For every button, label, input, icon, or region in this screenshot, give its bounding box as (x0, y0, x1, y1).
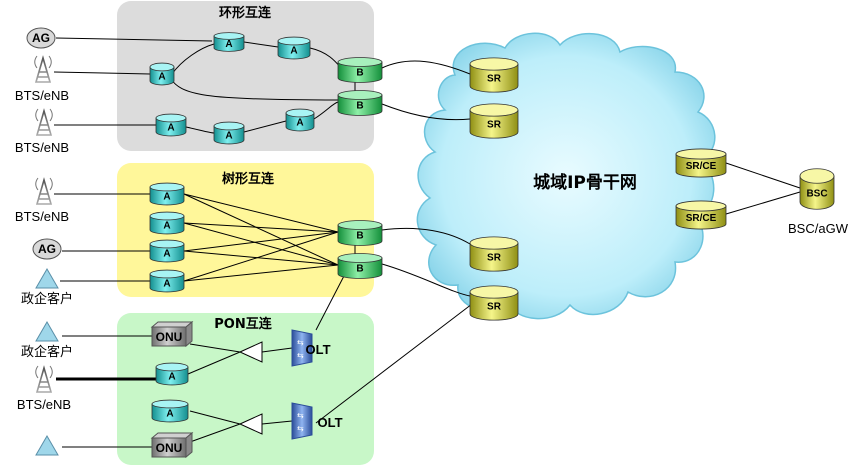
device-label: A (163, 248, 170, 259)
device-label: A (163, 191, 170, 202)
a-router: A (149, 269, 185, 293)
a-router: A (155, 113, 187, 137)
bts-tower-icon (35, 108, 53, 136)
device-label: SR/CE (686, 213, 717, 224)
a-router: A (213, 121, 245, 145)
a-router: A (149, 182, 185, 206)
a-router: A (277, 36, 311, 60)
device-label: B (356, 101, 363, 112)
device-label: A (167, 122, 174, 133)
a-router: A (149, 211, 185, 235)
metro-ip-backbone-cloud: 城域IP骨干网 (416, 32, 716, 320)
bts-tower-icon (34, 55, 52, 83)
svg-text:ONU: ONU (156, 330, 183, 344)
device-label: A (296, 117, 303, 128)
sr-ce-router: SR/CE (675, 148, 727, 178)
splitter-icon (238, 413, 263, 435)
links (53, 37, 801, 448)
olt-device: ⇆ ⇆ OLT (291, 329, 331, 367)
enterprise-label: 政企客户 (21, 344, 73, 359)
device-label: B (356, 231, 363, 242)
device-label: SR (487, 120, 502, 131)
device-label: SR/CE (686, 161, 717, 172)
sr-router: SR (469, 285, 519, 321)
a-router: A (149, 62, 175, 86)
sr-router: SR (469, 103, 519, 139)
tree-zone-title: 树形互连 (222, 171, 275, 187)
device-label: A (158, 71, 165, 82)
bsc-server: BSC (799, 168, 835, 210)
svg-text:⇆: ⇆ (297, 338, 304, 347)
olt-device: ⇆ ⇆ OLT (291, 402, 343, 440)
a-router: A (149, 239, 185, 263)
splitter-icon (238, 341, 263, 363)
b-router: B (337, 90, 383, 116)
b-router: B (337, 253, 383, 279)
device-label: A (163, 220, 170, 231)
enterprise-customer-icon (35, 321, 59, 342)
enterprise-customer-icon (35, 435, 59, 456)
a-router: A (213, 32, 245, 52)
device-label: A (163, 278, 170, 289)
cloud-label: 城域IP骨干网 (533, 172, 637, 193)
device-label: SR (487, 302, 502, 313)
bts-label: BTS/eNB (15, 88, 69, 103)
bsc-agw-label: BSC/aGW (788, 221, 849, 236)
device-label: A (225, 130, 232, 141)
device-label: A (166, 408, 173, 419)
bts-label: BTS/eNB (15, 140, 69, 155)
svg-text:AG: AG (38, 242, 56, 256)
device-label: A (225, 39, 232, 50)
svg-text:OLT: OLT (317, 415, 342, 430)
a-router: A (285, 108, 315, 132)
onu-device: ONU (150, 320, 194, 348)
enterprise-customer-icon (35, 268, 59, 289)
bts-label: BTS/eNB (15, 209, 69, 224)
svg-text:AG: AG (32, 31, 50, 45)
b-router: B (337, 57, 383, 83)
svg-text:OLT: OLT (305, 342, 330, 357)
device-label: A (168, 371, 175, 382)
sr-router: SR (469, 236, 519, 272)
device-label: B (356, 264, 363, 275)
svg-text:⇆: ⇆ (297, 351, 304, 360)
bts-tower-icon (35, 365, 53, 393)
a-router: A (155, 362, 189, 386)
device-label: A (290, 45, 297, 56)
sr-ce-router: SR/CE (675, 200, 727, 230)
a-router: A (151, 399, 189, 423)
bts-label: BTS/eNB (17, 397, 71, 412)
device-label: B (356, 68, 363, 79)
device-label: BSC (806, 188, 827, 199)
device-label: SR (487, 253, 502, 264)
sr-router: SR (469, 57, 519, 93)
b-router: B (337, 220, 383, 246)
bts-tower-icon (35, 177, 53, 205)
svg-text:ONU: ONU (156, 441, 183, 455)
svg-text:⇆: ⇆ (297, 424, 304, 433)
device-label: SR (487, 74, 502, 85)
ring-zone-title: 环形互连 (219, 5, 272, 21)
ag-node: AG (32, 238, 62, 260)
pon-zone-title: PON互连 (214, 316, 272, 332)
svg-text:⇆: ⇆ (297, 411, 304, 420)
ag-node: AG (26, 27, 56, 49)
onu-device: ONU (150, 431, 194, 459)
enterprise-label: 政企客户 (21, 291, 73, 306)
